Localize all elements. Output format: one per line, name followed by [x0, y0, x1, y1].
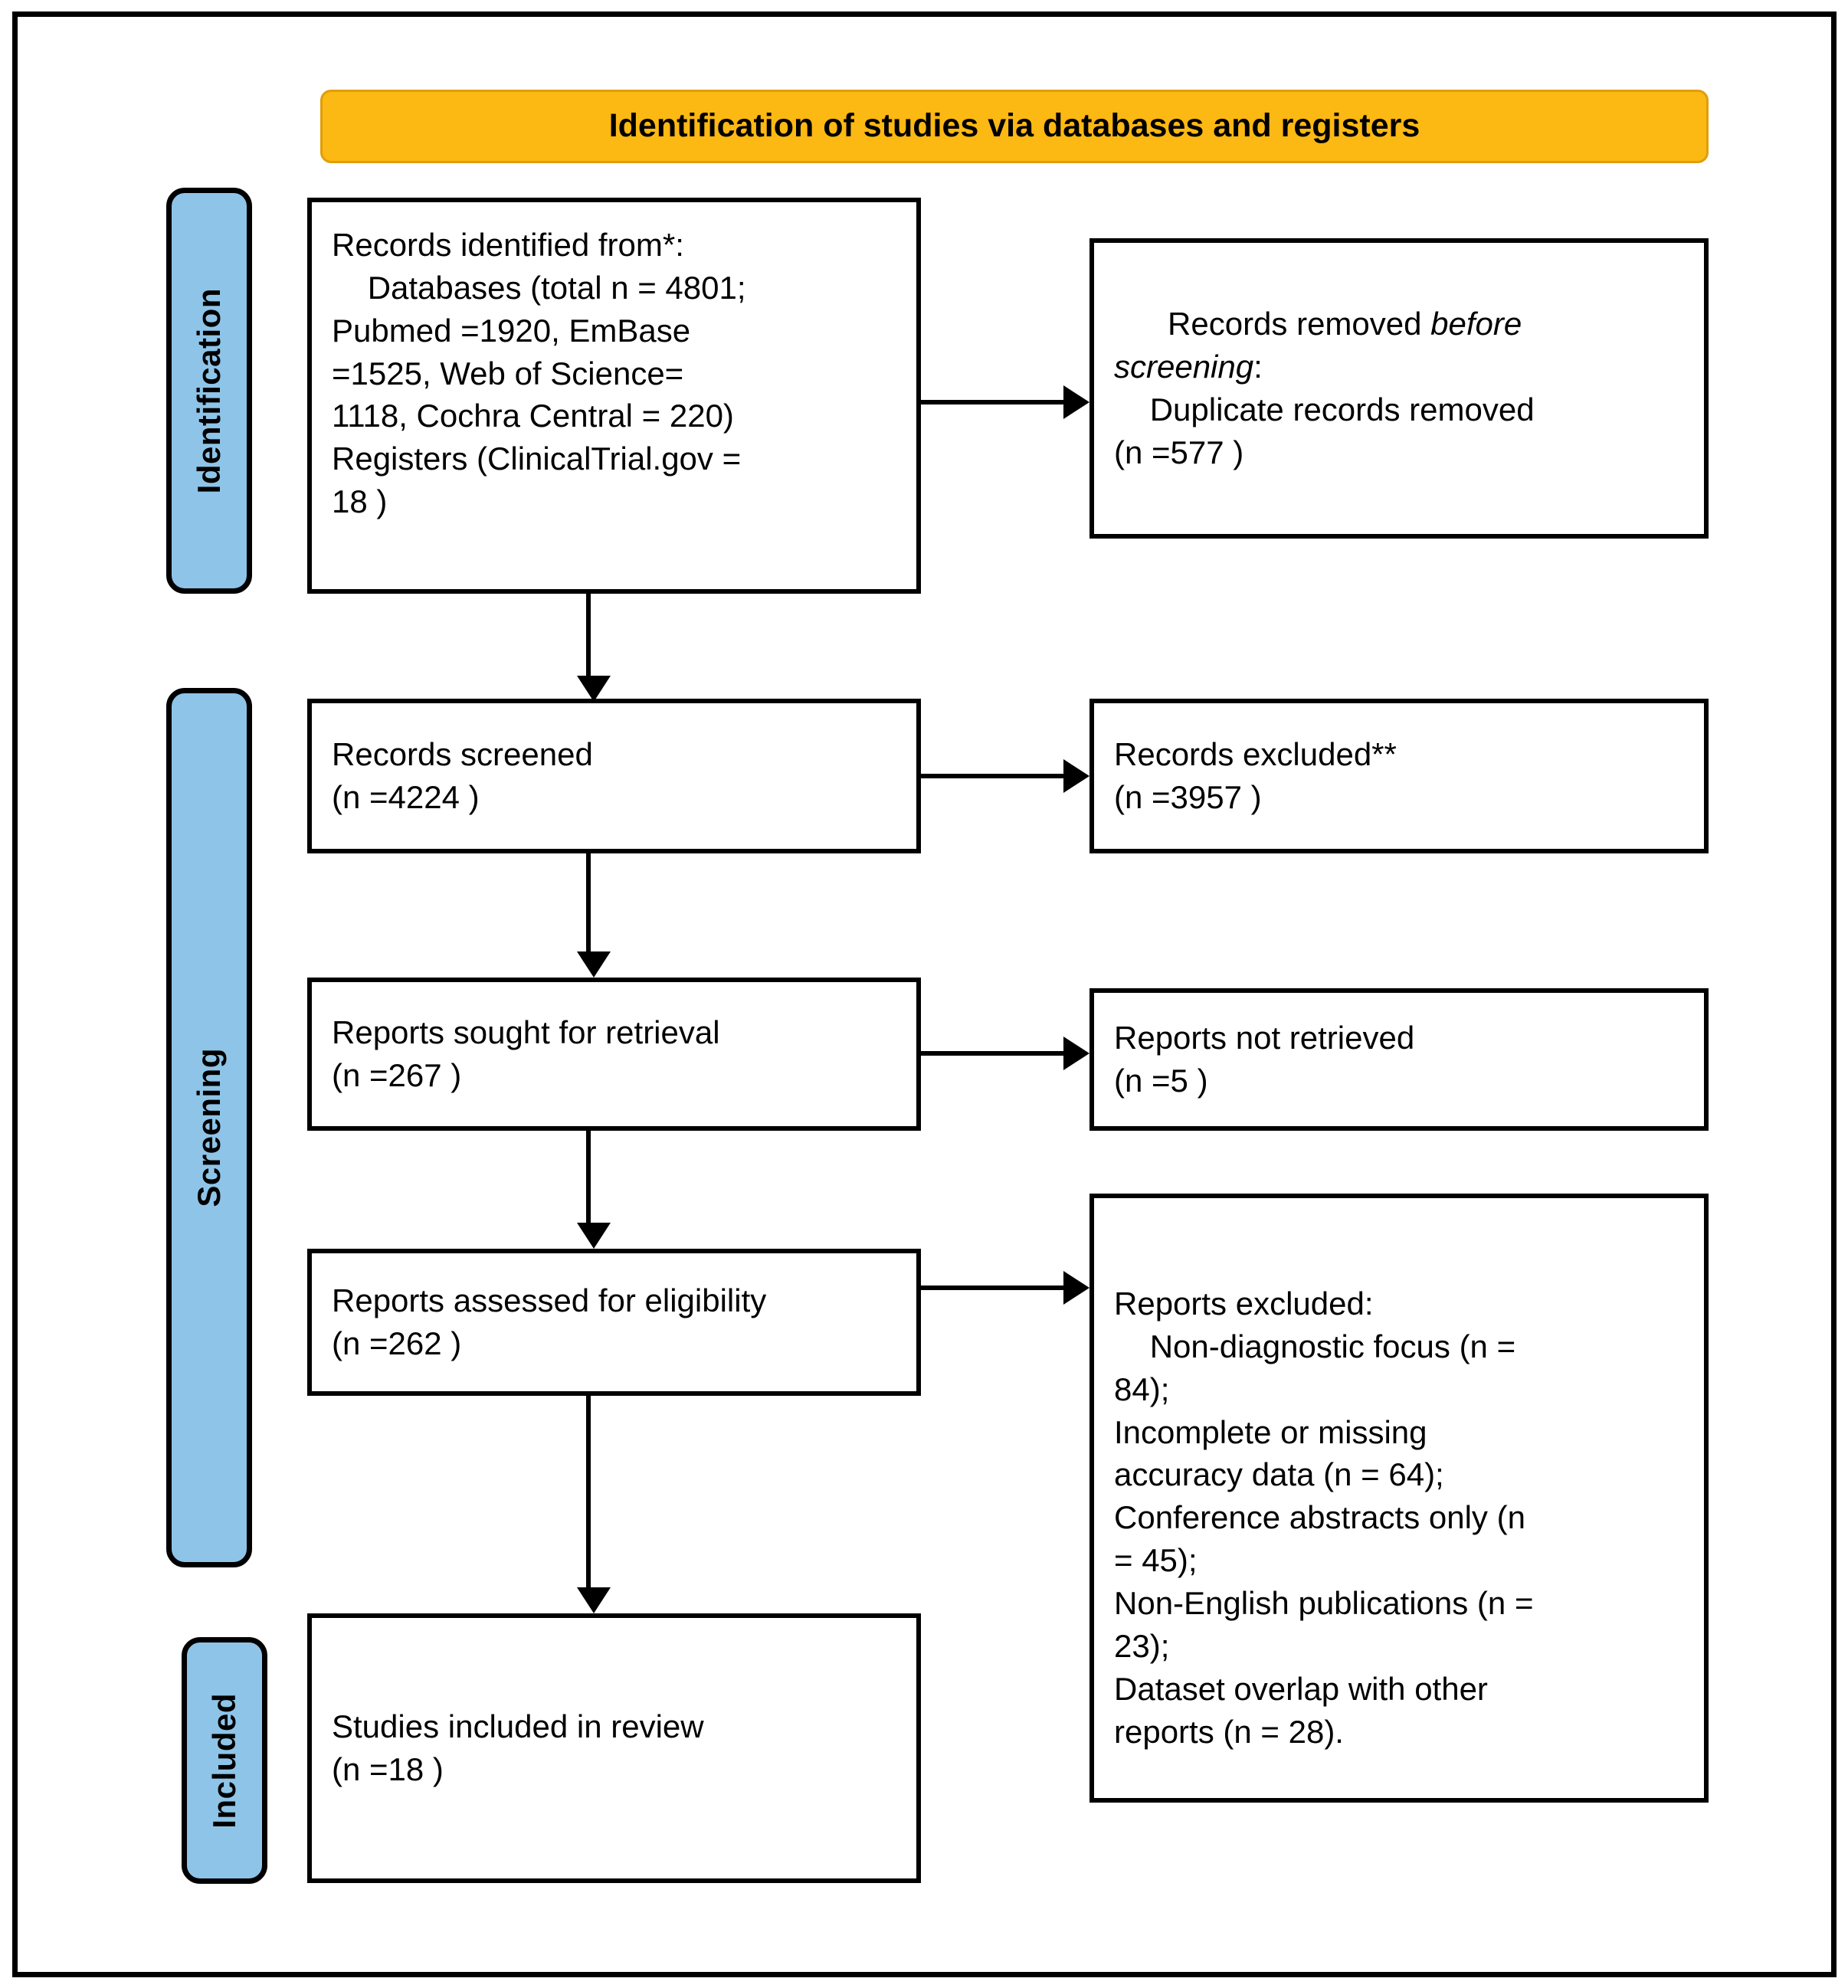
connector-assessed-to-included-arrow [577, 1587, 611, 1613]
box-records-removed-before-screening: Records removed before screening: Duplica… [1089, 238, 1709, 539]
records-removed-line2-italic: screening [1114, 349, 1254, 385]
box-reports-not-retrieved: Reports not retrieved (n =5 ) [1089, 988, 1709, 1131]
connector-assessed-to-included-line [586, 1396, 591, 1587]
connector-assessed-to-excluded-line [921, 1285, 1063, 1290]
box-reports-assessed-for-eligibility: Reports assessed for eligibility (n =262… [307, 1249, 921, 1396]
stage-label-identification: Identification [191, 287, 227, 494]
box-reports-excluded-text: Reports excluded: Non-diagnostic focus (… [1114, 1285, 1534, 1750]
connector-identified-to-removed-line [921, 400, 1063, 404]
box-studies-included-text: Studies included in review (n =18 ) [332, 1708, 704, 1787]
connector-sought-to-assessed-line [586, 1131, 591, 1223]
box-records-excluded: Records excluded** (n =3957 ) [1089, 699, 1709, 853]
box-reports-sought-for-retrieval: Reports sought for retrieval (n =267 ) [307, 978, 921, 1131]
box-records-screened-text: Records screened (n =4224 ) [332, 736, 593, 815]
connector-assessed-to-excluded-arrow [1063, 1271, 1089, 1305]
connector-screened-to-excluded-arrow [1063, 759, 1089, 793]
records-removed-line4: (n =577 ) [1114, 434, 1244, 470]
records-removed-line1-italic: before [1430, 306, 1522, 342]
connector-sought-to-assessed-arrow [577, 1223, 611, 1249]
records-removed-line1-prefix: Records removed [1168, 306, 1431, 342]
section-header-label: Identification of studies via databases … [608, 107, 1420, 145]
records-removed-line3: Duplicate records removed [1114, 391, 1535, 427]
box-reports-not-retrieved-text: Reports not retrieved (n =5 ) [1114, 1020, 1415, 1099]
stage-bar-included: Included [182, 1637, 267, 1884]
box-records-removed-text: Records removed before screening: Duplica… [1094, 260, 1704, 516]
stage-bar-screening: Screening [166, 688, 252, 1567]
connector-identified-to-screened-arrow [577, 676, 611, 702]
section-header-identification-databases: Identification of studies via databases … [320, 90, 1709, 163]
box-reports-sought-text: Reports sought for retrieval (n =267 ) [332, 1014, 720, 1093]
connector-screened-to-sought-arrow [577, 951, 611, 978]
box-records-identified-text: Records identified from*: Databases (tot… [332, 227, 746, 520]
box-records-excluded-text: Records excluded** (n =3957 ) [1114, 736, 1397, 815]
connector-sought-to-not-retrieved-line [921, 1051, 1063, 1056]
connector-identified-to-screened-line [586, 594, 591, 676]
box-records-screened: Records screened (n =4224 ) [307, 699, 921, 853]
box-reports-excluded: Reports excluded: Non-diagnostic focus (… [1089, 1194, 1709, 1803]
box-studies-included-in-review: Studies included in review (n =18 ) [307, 1613, 921, 1883]
connector-screened-to-sought-line [586, 853, 591, 951]
connector-screened-to-excluded-line [921, 774, 1063, 778]
records-removed-line2-suffix: : [1253, 349, 1263, 385]
box-records-identified: Records identified from*: Databases (tot… [307, 198, 921, 594]
stage-bar-identification: Identification [166, 188, 252, 594]
connector-identified-to-removed-arrow [1063, 385, 1089, 419]
connector-sought-to-not-retrieved-arrow [1063, 1037, 1089, 1070]
stage-label-screening: Screening [191, 1048, 227, 1207]
stage-label-included: Included [206, 1692, 242, 1829]
box-reports-assessed-text: Reports assessed for eligibility (n =262… [332, 1282, 767, 1361]
